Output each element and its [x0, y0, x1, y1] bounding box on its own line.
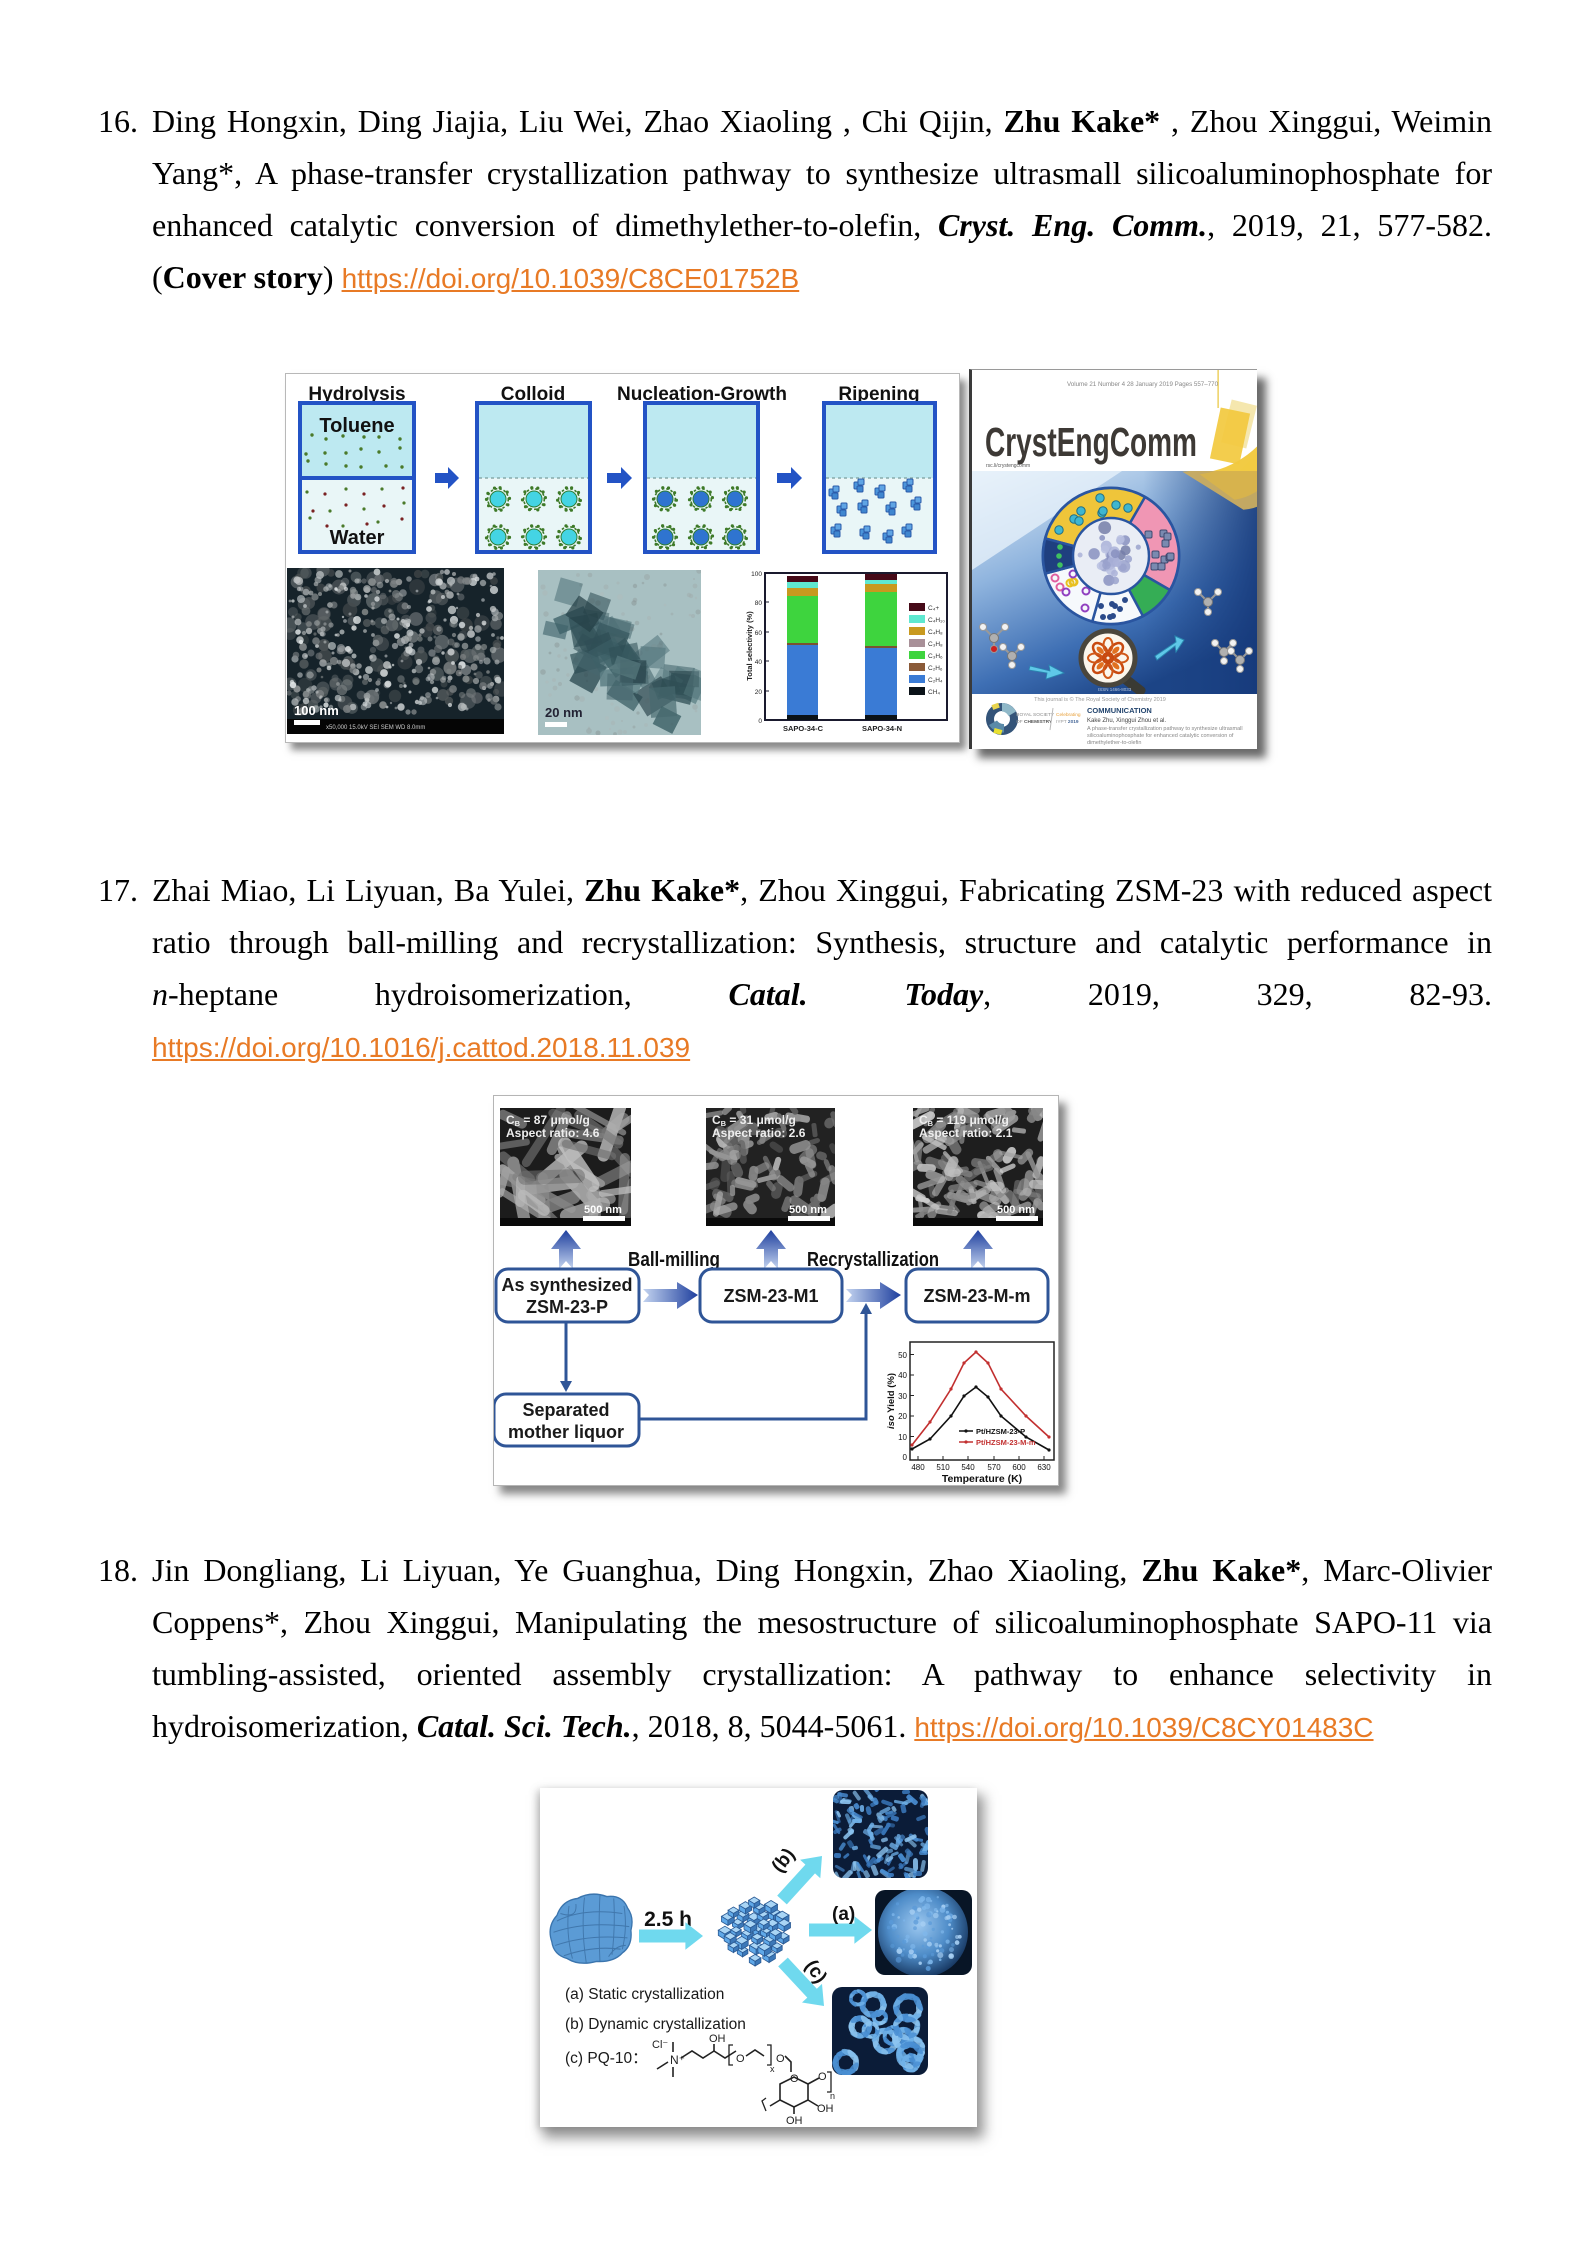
svg-text:Ripening: Ripening: [838, 384, 919, 405]
svg-text:CB = 87 μmol/g: CB = 87 μmol/g: [506, 1113, 590, 1128]
svg-text:Nucleation-Growth: Nucleation-Growth: [617, 384, 787, 405]
svg-text:OF CHEMISTRY: OF CHEMISTRY: [1016, 719, 1053, 725]
svg-text:500 nm: 500 nm: [789, 1204, 827, 1216]
svg-text:40: 40: [898, 1371, 907, 1380]
svg-text:SAPO-34-C: SAPO-34-C: [783, 724, 824, 733]
svg-text:ROYAL SOCIETY: ROYAL SOCIETY: [1016, 712, 1055, 718]
svg-text:(c) PQ-10：: (c) PQ-10：: [565, 2050, 648, 2067]
svg-text:O: O: [776, 2053, 785, 2065]
svg-text:(a) Static crystallization: (a) Static crystallization: [565, 1986, 724, 2003]
svg-text:Hydrolysis: Hydrolysis: [308, 384, 405, 405]
svg-text:C₃H₆: C₃H₆: [928, 653, 943, 660]
svg-text:C₂H₄: C₂H₄: [928, 677, 943, 684]
svg-text:Colloid: Colloid: [501, 384, 565, 405]
svg-text:0: 0: [903, 1453, 908, 1462]
svg-text:C₄H₁₀: C₄H₁₀: [928, 617, 945, 624]
svg-text:500 nm: 500 nm: [997, 1204, 1035, 1216]
svg-text:(b): (b): [768, 1845, 799, 1877]
svg-text:A phase-transfer crystallizati: A phase-transfer crystallization pathway…: [1087, 726, 1243, 732]
svg-text:Aspect ratio: 2.1: Aspect ratio: 2.1: [919, 1126, 1013, 1140]
svg-text:OH: OH: [709, 2033, 726, 2045]
svg-text:630: 630: [1037, 1463, 1051, 1472]
svg-text:Aspect ratio: 2.6: Aspect ratio: 2.6: [712, 1126, 806, 1140]
svg-text:20: 20: [755, 689, 763, 696]
svg-text:100: 100: [751, 571, 762, 578]
svg-text:C₃H₈: C₃H₈: [928, 641, 943, 648]
svg-text:N⁺: N⁺: [670, 2053, 685, 2067]
svg-text:Pt/HZSM-23-M-m: Pt/HZSM-23-M-m: [976, 1438, 1036, 1447]
svg-text:ZSM-23-M1: ZSM-23-M1: [723, 1286, 818, 1306]
svg-text:dimethylether-to-olefin: dimethylether-to-olefin: [1087, 740, 1141, 746]
svg-text:40: 40: [755, 659, 763, 666]
svg-text:20: 20: [898, 1412, 907, 1421]
svg-text:O: O: [736, 2053, 745, 2065]
svg-text:ISSN 1466-8033: ISSN 1466-8033: [1098, 687, 1132, 692]
svg-text:480: 480: [911, 1463, 925, 1472]
svg-text:O: O: [790, 2073, 799, 2085]
svg-text:Water: Water: [330, 527, 385, 549]
svg-text:Kake Zhu, Xinggui Zhou et al.: Kake Zhu, Xinggui Zhou et al.: [1087, 718, 1166, 724]
svg-text:OH: OH: [786, 2115, 803, 2127]
svg-text:540: 540: [961, 1463, 975, 1472]
svg-text:Aspect ratio: 4.6: Aspect ratio: 4.6: [506, 1126, 600, 1140]
svg-text:80: 80: [755, 600, 763, 607]
svg-text:x: x: [770, 2064, 775, 2074]
svg-text:30: 30: [898, 1392, 907, 1401]
svg-text:O: O: [818, 2071, 827, 2083]
svg-text:iso Yield (%): iso Yield (%): [886, 1373, 897, 1429]
svg-text:silicoaluminophosphate for enh: silicoaluminophosphate for enhanced cata…: [1087, 733, 1234, 739]
svg-text:Recrystallization: Recrystallization: [807, 1249, 939, 1271]
svg-text:x50,000 15.0kV SEI SEM WD: x50,000 15.0kV SEI SEM WD 8.0mm: [326, 725, 425, 731]
svg-text:rsc.li/crystengcomm: rsc.li/crystengcomm: [986, 463, 1030, 469]
svg-text:CB = 119 μmol/g: CB = 119 μmol/g: [919, 1113, 1009, 1128]
svg-text:Celebrating: Celebrating: [1056, 712, 1081, 718]
svg-text:IYPT 2019: IYPT 2019: [1056, 719, 1079, 725]
svg-text:mother liquor: mother liquor: [508, 1422, 624, 1442]
svg-text:600: 600: [1012, 1463, 1026, 1472]
svg-text:CH₄: CH₄: [928, 689, 940, 696]
svg-text:SAPO-34-N: SAPO-34-N: [862, 724, 902, 733]
svg-text:570: 570: [987, 1463, 1001, 1472]
svg-text:This journal is © The Royal So: This journal is © The Royal Society of C…: [1034, 696, 1166, 703]
svg-text:(a): (a): [832, 1904, 855, 1925]
svg-text:C₂H₆: C₂H₆: [928, 665, 943, 672]
svg-text:CrystEngComm: CrystEngComm: [985, 419, 1197, 465]
svg-text:500 nm: 500 nm: [584, 1204, 622, 1216]
svg-text:Total selectivity (%): Total selectivity (%): [745, 611, 754, 681]
svg-text:n: n: [830, 2091, 835, 2101]
svg-text:Volume 21 Number 4 28 Janu: Volume 21 Number 4 28 January 2019 Pages…: [1067, 381, 1219, 388]
svg-text:510: 510: [936, 1463, 950, 1472]
svg-text:COMMUNICATION: COMMUNICATION: [1087, 706, 1152, 715]
svg-text:10: 10: [898, 1433, 907, 1442]
svg-text:100 nm: 100 nm: [294, 703, 339, 718]
svg-text:(b) Dynamic crystallization: (b) Dynamic crystallization: [565, 2016, 746, 2033]
svg-text:As synthesized: As synthesized: [501, 1275, 632, 1295]
svg-text:Separated: Separated: [522, 1400, 609, 1420]
svg-text:Toluene: Toluene: [319, 415, 394, 437]
svg-text:C₄+: C₄+: [928, 605, 939, 612]
svg-text:CB = 31 μmol/g: CB = 31 μmol/g: [712, 1113, 796, 1128]
svg-text:60: 60: [755, 630, 763, 637]
svg-text:Pt/HZSM-23-P: Pt/HZSM-23-P: [976, 1427, 1025, 1436]
svg-text:2.5 h: 2.5 h: [644, 1908, 692, 1931]
svg-text:Ball-milling: Ball-milling: [628, 1249, 720, 1271]
svg-text:OH: OH: [817, 2103, 834, 2115]
svg-text:0: 0: [758, 718, 762, 725]
svg-text:50: 50: [898, 1351, 907, 1360]
svg-text:ZSM-23-M-m: ZSM-23-M-m: [924, 1286, 1031, 1306]
svg-text:Cl⁻: Cl⁻: [652, 2039, 668, 2051]
svg-text:ZSM-23-P: ZSM-23-P: [526, 1297, 608, 1317]
svg-text:C₄H₈: C₄H₈: [928, 629, 943, 636]
svg-text:Temperature (K): Temperature (K): [942, 1473, 1022, 1485]
svg-text:20 nm: 20 nm: [545, 705, 583, 720]
